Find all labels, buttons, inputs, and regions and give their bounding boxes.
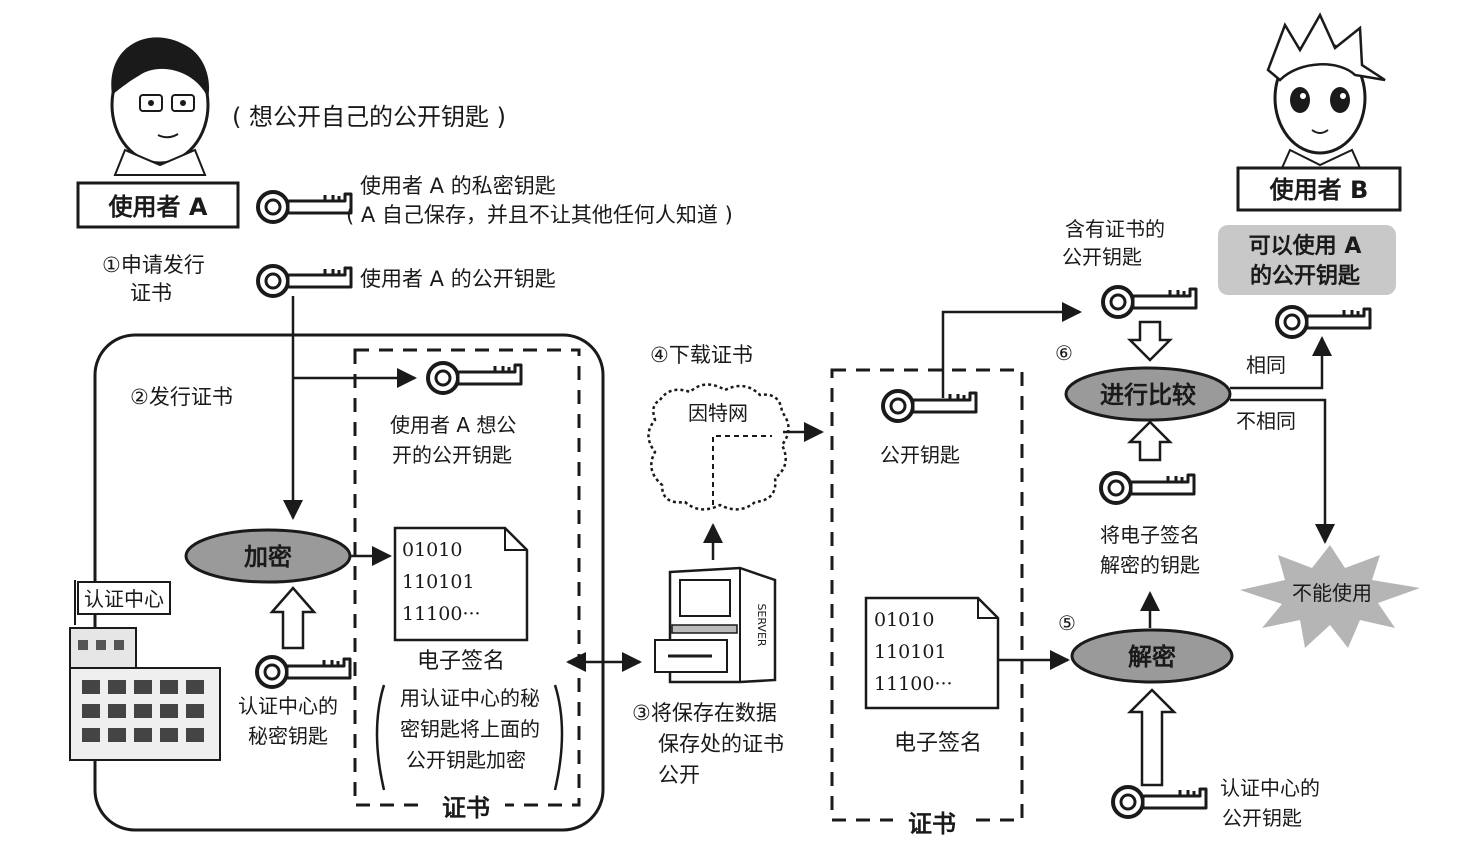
right-cert-public-key-icon [881,389,978,423]
encrypt-label: 加密 [244,543,292,571]
user-a-thought: ( 想公开自己的公开钥匙 ) [232,103,506,131]
decrypt-key-line1: 将电子签名 [1100,523,1200,547]
left-doc-line1: 01010 [402,539,462,561]
step2-label: ②发行证书 [130,385,233,409]
cert-public-key-icon [426,361,523,395]
right-doc-line1: 01010 [874,609,934,631]
compare-ellipse [1064,366,1232,422]
internet-cloud [647,383,790,511]
ca-sign-text: 认证中心 [84,587,164,611]
cert-pubkey-line1: 使用者 A 想公 [390,413,516,437]
right-signature-label: 电子签名 [894,731,982,756]
ca-secret-key-line1: 认证中心的 [238,694,338,718]
step4-label: ④下载证书 [650,343,753,367]
decrypted-key-icon [1099,471,1196,505]
internet-label: 因特网 [688,401,748,425]
step1-line2: 证书 [130,281,172,305]
decrypt-label: 解密 [1128,643,1176,671]
left-doc-line3: 11100··· [402,603,481,625]
can-use-badge [1218,225,1396,295]
step3-line3: 公开 [658,763,700,787]
decrypt-key-line2: 解密的钥匙 [1100,553,1200,577]
compare-down-arrow [1126,320,1174,362]
ca-secret-key-icon [255,655,352,689]
right-cert-pubkey-label: 公开钥匙 [880,443,960,467]
same-label: 相同 [1246,353,1286,377]
right-doc-line3: 11100··· [874,673,953,695]
right-certificate-box [830,368,1024,822]
left-doc-line2: 110101 [402,571,475,593]
server-side-label: SERVER [755,603,768,646]
sig-note-line1: 用认证中心的秘 [400,686,540,710]
right-doc-line2: 110101 [874,641,947,663]
user-b-label: 使用者 B [1269,176,1369,204]
ca-pubkey-line1: 认证中心的 [1220,776,1320,800]
right-certificate-title: 证书 [908,810,956,838]
decrypt-ellipse [1070,628,1234,684]
cert-key-icon [1101,285,1198,319]
left-certificate-box [353,348,581,807]
cannot-use-burst [1240,545,1420,648]
step3-line2: 保存处的证书 [658,732,784,756]
private-key-title: 使用者 A 的私密钥匙 [360,174,556,198]
can-use-line1: 可以使用 A [1249,234,1362,259]
ca-building: 认证中心 [69,580,221,761]
cert-pubkey-line2: 开的公开钥匙 [392,443,512,467]
user-b-avatar [1266,12,1386,169]
ca-secret-key-line2: 秘密钥匙 [248,724,328,748]
compare-label: 进行比较 [1100,381,1196,409]
left-signature-doc [393,526,529,642]
ca-public-key-icon [1111,785,1208,819]
user-b-label-box [1236,166,1402,212]
step6-label: ⑥ [1055,341,1073,365]
user-b-usable-key-icon [1275,305,1372,339]
user-a-label: 使用者 A [108,193,208,221]
ca-pubkey-up-arrow [1126,688,1178,787]
ca-secret-key-up-arrow [269,586,317,650]
sig-note-line2: 密钥匙将上面的 [400,717,540,741]
right-signature-doc [864,596,1000,710]
step3-line1: ③将保存在数据 [632,701,777,725]
private-key-note: ( A 自己保存，并且不让其他任何人知道 ) [346,203,733,227]
cert-key-line1: 含有证书的 [1065,217,1165,241]
flow-not-same [1230,398,1335,544]
user-a-public-key-icon [256,264,353,298]
user-a-avatar [110,37,210,176]
not-same-label: 不相同 [1236,409,1296,433]
decrypted-up-arrow [1126,420,1174,462]
user-a-public-key-label: 使用者 A 的公开钥匙 [360,267,556,291]
private-key-icon [256,190,353,224]
can-use-line2: 的公开钥匙 [1250,263,1360,289]
left-signature-label: 电子签名 [417,649,505,674]
left-certificate-title: 证书 [442,794,490,822]
cannot-use-label: 不能使用 [1292,581,1372,605]
step5-label: ⑤ [1058,611,1076,635]
step1-line1: ①申请发行 [102,253,205,277]
ca-pubkey-line2: 公开钥匙 [1222,806,1302,830]
server-computer: SERVER [654,566,777,684]
flow-cert-key-to-compare [941,302,1082,398]
flow-same [1230,336,1332,390]
cert-key-line2: 公开钥匙 [1062,245,1142,269]
user-a-label-box [76,181,240,229]
sig-note-line3: 公开钥匙加密 [406,748,526,772]
